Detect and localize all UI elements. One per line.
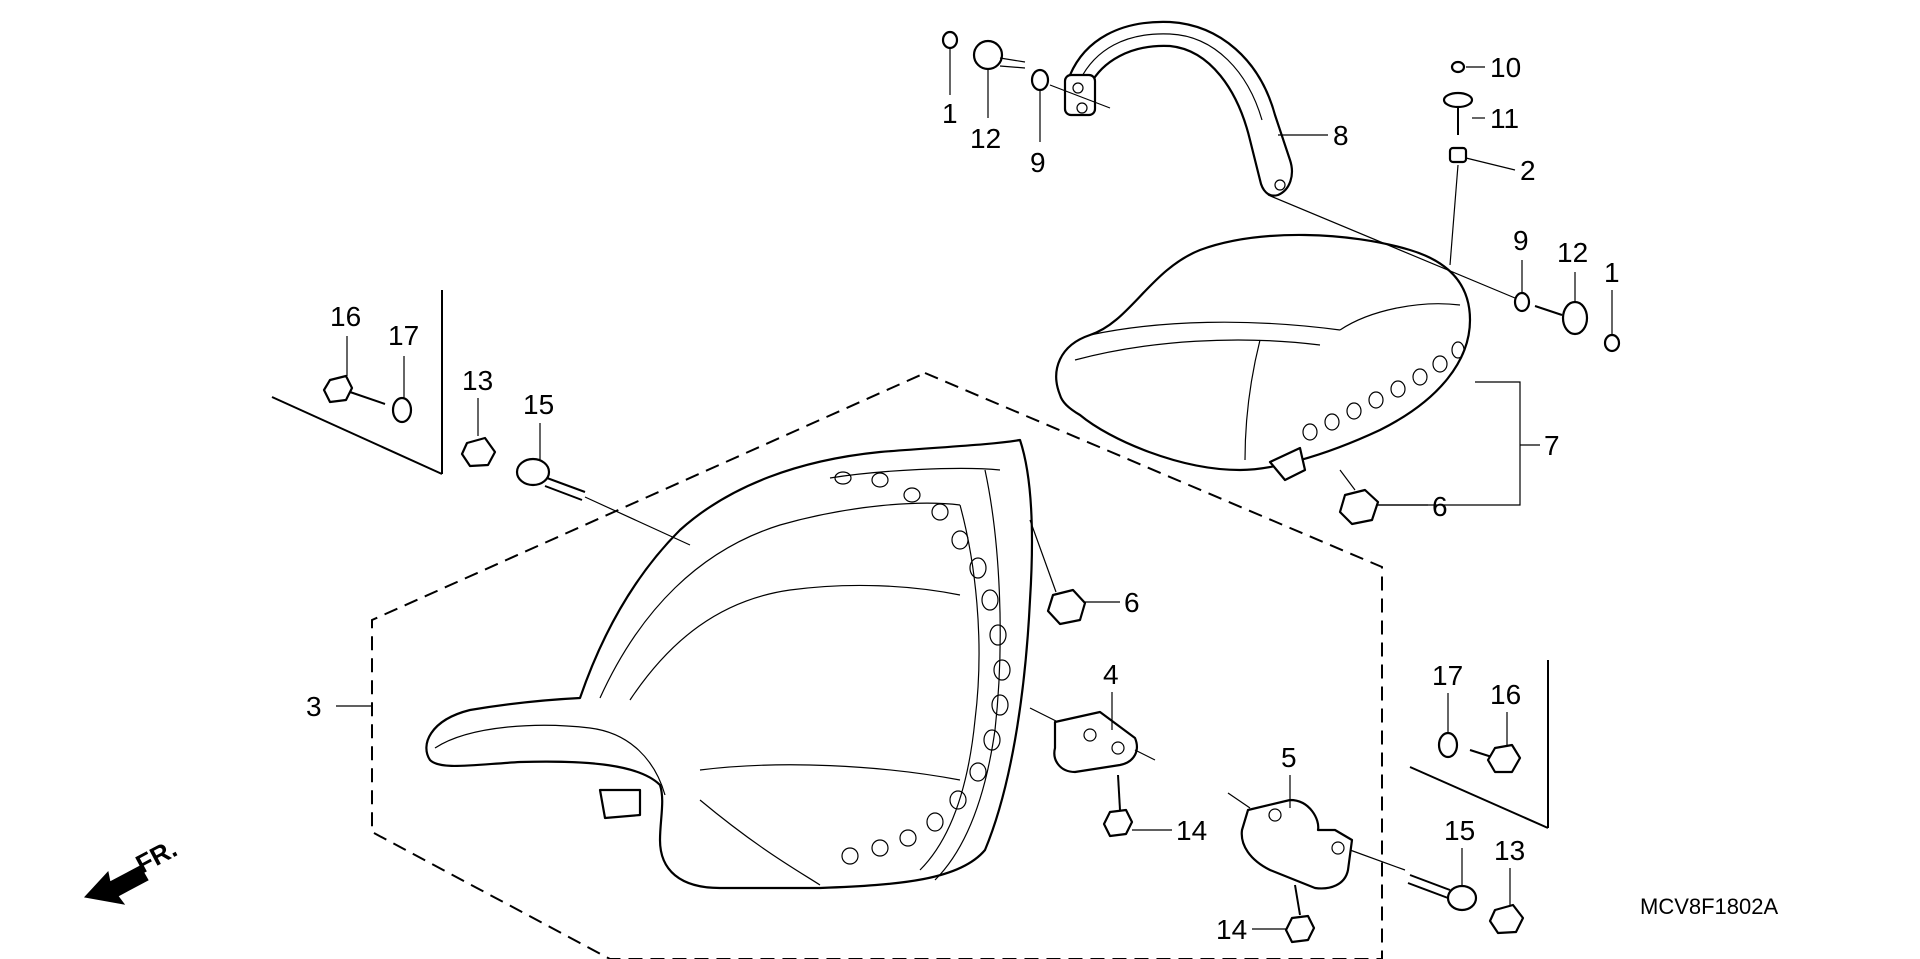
nut-13-left[interactable] [460,436,497,468]
nut-6-main[interactable] [1029,519,1087,626]
bracket-5[interactable] [1227,792,1406,890]
callout-labels: 1 12 9 8 10 11 2 9 12 1 7 6 16 17 13 15 … [306,52,1620,945]
callout-9-right: 9 [1513,225,1529,256]
right-hardware-group [1409,660,1549,829]
callout-12-upper: 12 [970,123,1001,154]
callout-16-left: 16 [330,301,361,332]
bolt-14-lower[interactable] [1284,884,1316,944]
callout-3: 3 [306,691,322,722]
callout-1-right: 1 [1604,257,1620,288]
bolt-15-left[interactable] [515,457,691,546]
callout-8: 8 [1333,120,1349,151]
callout-10: 10 [1490,52,1521,83]
washer-17-left[interactable] [391,396,413,424]
nut-13-right[interactable] [1488,903,1525,935]
callout-11: 11 [1490,103,1519,134]
washer-9-right[interactable] [1513,291,1531,313]
bracket-4[interactable] [1029,707,1156,774]
callout-9-upper: 9 [1030,147,1046,178]
screw-11[interactable] [1442,91,1474,135]
callout-1-upper: 1 [942,98,958,129]
bolt-16-left[interactable] [322,374,386,405]
drawing-code: MCV8F1802A [1640,894,1779,919]
main-seat[interactable] [425,438,1034,890]
left-hardware-group [271,290,443,475]
callout-6-passenger: 6 [1432,491,1448,522]
callout-6-main: 6 [1124,587,1140,618]
callout-14-lower: 14 [1216,914,1247,945]
bolt-15-right[interactable] [1407,874,1478,912]
bolt-12-upper[interactable] [972,39,1026,71]
cap-nut-1-upper[interactable] [941,30,959,50]
bolt-12-right[interactable] [1534,300,1589,336]
passenger-seat-studs [1302,341,1465,441]
seat-studs [834,471,1011,865]
nut-6-passenger[interactable] [1338,469,1380,526]
front-direction-arrow-icon: FR. [84,833,182,905]
passenger-seat[interactable] [1055,233,1472,482]
callout-13-right: 13 [1494,835,1525,866]
collar-2[interactable] [1448,146,1468,164]
callout-5: 5 [1281,742,1297,773]
cap-nut-1-right[interactable] [1603,333,1621,353]
part-10[interactable] [1450,60,1466,74]
callout-7: 7 [1544,430,1560,461]
callout-2: 2 [1520,155,1536,186]
callout-15-right: 15 [1444,815,1475,846]
callout-4: 4 [1103,659,1119,690]
callout-14-mid: 14 [1176,815,1207,846]
callout-16-right: 16 [1490,679,1521,710]
main-seat-region-outline [371,372,1383,959]
grab-handle[interactable] [1063,20,1294,197]
callout-13-left: 13 [462,365,493,396]
leader-lines [336,48,1613,930]
washer-9-upper[interactable] [1030,68,1050,92]
callout-17-left: 17 [388,320,419,351]
callout-12-right: 12 [1557,237,1588,268]
callout-15-left: 15 [523,389,554,420]
bolt-14-mid[interactable] [1102,774,1134,838]
bolt-16-right[interactable] [1469,743,1522,774]
washer-17-right[interactable] [1437,731,1459,759]
callout-17-right: 17 [1432,660,1463,691]
